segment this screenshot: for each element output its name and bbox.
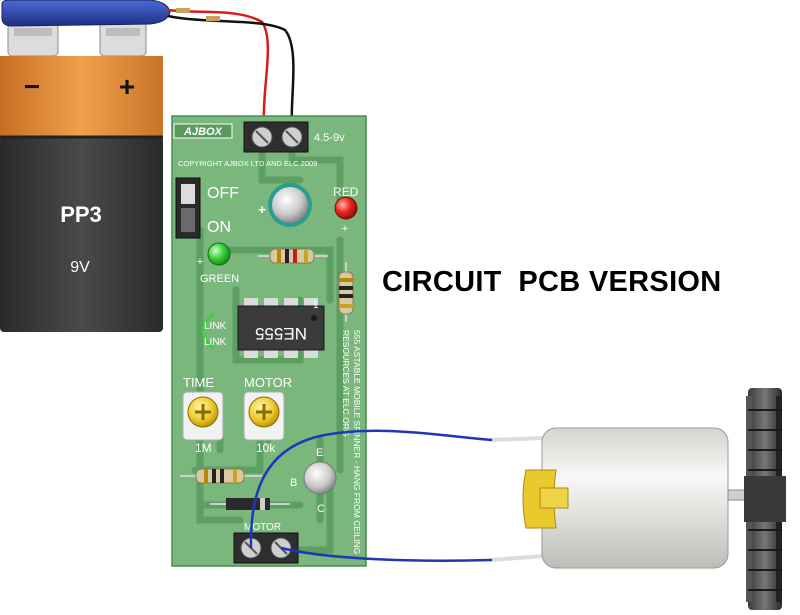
green-led-label: GREEN [200, 273, 239, 285]
motor-terminal-label: MOTOR [244, 522, 281, 533]
red-led-label: RED [333, 185, 359, 199]
ic-pin1-label: 1 [313, 300, 319, 311]
board-vertical-text-2: RESOURCES AT ELC.ORG [341, 330, 351, 436]
link-wire [202, 312, 215, 350]
board-vertical-text-1: 555 ASTABLE MOBILE SPINNER - HANG FROM C… [352, 330, 362, 554]
copyright-text: COPYRIGHT AJBOX LTD AND ELC 2009 [178, 159, 317, 168]
battery-terminal-negative [7, 21, 59, 57]
ne555-ic [237, 298, 325, 358]
svg-text:+: + [342, 223, 348, 235]
blue-wire-upper [249, 429, 493, 549]
pot-motor-label: MOTOR [244, 375, 292, 390]
ic-label: NE555 [255, 324, 307, 343]
supply-voltage-label: 4.5-9v [314, 132, 345, 144]
resistor-3 [180, 468, 262, 484]
power-switch [175, 177, 201, 239]
svg-text:+: + [197, 256, 203, 268]
battery-body-top [0, 56, 163, 138]
pot-time-value: 1M [195, 441, 212, 455]
pot-time-label: TIME [183, 375, 214, 390]
electrolytic-capacitor: + [258, 183, 312, 227]
diode [210, 498, 290, 510]
green-led: + [197, 242, 231, 268]
red-led: + [334, 196, 358, 235]
motor-can [541, 427, 729, 569]
battery-snap-cap [1, 0, 171, 27]
battery-type-label: PP3 [60, 202, 102, 227]
battery-plus-sign: + [119, 71, 135, 102]
battery-body-bottom [0, 136, 163, 332]
motor-terminal-block [233, 532, 299, 564]
pcb-brand: AJBOX [183, 126, 223, 138]
pot-time [182, 391, 224, 441]
battery-voltage-label: 9V [70, 259, 90, 276]
battery-leads [167, 8, 295, 125]
transistor-pin-e: E [316, 447, 323, 459]
transistor-pin-c: C [317, 503, 325, 515]
dc-motor [489, 388, 786, 610]
transistor [303, 461, 337, 495]
pot-motor [243, 391, 285, 441]
link-label-2: LINK [204, 337, 227, 348]
link-label-1: LINK [204, 321, 227, 332]
motor-wires [249, 429, 493, 562]
resistor-1 [258, 248, 328, 264]
battery-terminal-positive [99, 21, 147, 57]
page-title: CIRCUIT PCB VERSION [382, 266, 722, 298]
blue-wire-lower [280, 546, 493, 562]
pp3-battery: − + PP3 9V [0, 0, 171, 332]
black-wire [167, 14, 295, 125]
red-wire [167, 8, 270, 123]
drive-wheel [744, 388, 786, 610]
battery-minus-sign: − [24, 71, 40, 102]
pcb-brand-box [173, 123, 233, 139]
pcb-board: AJBOX 4.5-9v COPYRIGHT AJBOX LTD AND ELC… [171, 115, 367, 567]
switch-off-label: OFF [207, 185, 239, 202]
svg-text:+: + [258, 202, 266, 217]
pot-motor-value: 10k [256, 441, 276, 455]
switch-on-label: ON [207, 219, 231, 236]
supply-terminal-block [243, 121, 309, 153]
transistor-pin-b: B [290, 477, 297, 489]
resistor-2 [338, 262, 354, 322]
